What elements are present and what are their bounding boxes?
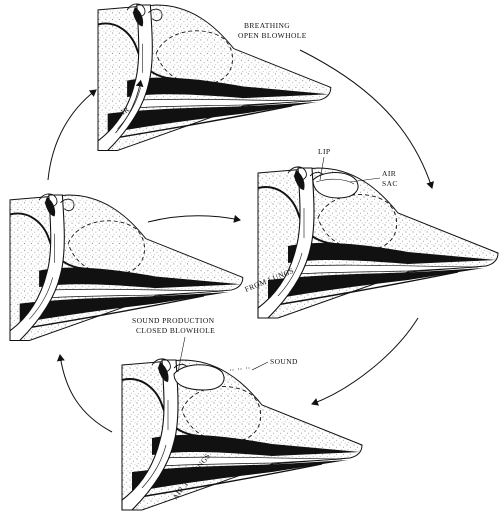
breathing-label-line2: OPEN BLOWHOLE — [238, 31, 307, 40]
sound-label: SOUND — [270, 357, 298, 366]
center-arrow-left-to-right — [147, 214, 241, 223]
sound-production-label-line1: SOUND PRODUCTION — [132, 316, 215, 325]
sound-leader-line — [251, 361, 269, 371]
panel-air-sac — [257, 165, 499, 319]
air-sac-leader-line — [349, 177, 381, 183]
panel-breathing — [97, 2, 332, 152]
air-sac-label-line2: SAC — [382, 179, 398, 188]
cycle-arrow-bottom-to-left — [56, 354, 113, 433]
air-sac-label-line1: AIR — [382, 169, 396, 178]
lip-label: LIP — [318, 147, 330, 156]
sound-production-leader-line — [177, 336, 186, 373]
lip-leader-line — [319, 156, 325, 181]
breathing-label-line1: BREATHING — [244, 21, 290, 30]
sound-production-label-line2: CLOSED BLOWHOLE — [136, 326, 215, 335]
cycle-arrow-top-to-right — [299, 49, 434, 189]
cycle-arrow-right-to-bottom — [311, 317, 419, 406]
panel-sound-production — [121, 357, 363, 511]
cycle-arrow-left-to-top — [47, 89, 97, 181]
